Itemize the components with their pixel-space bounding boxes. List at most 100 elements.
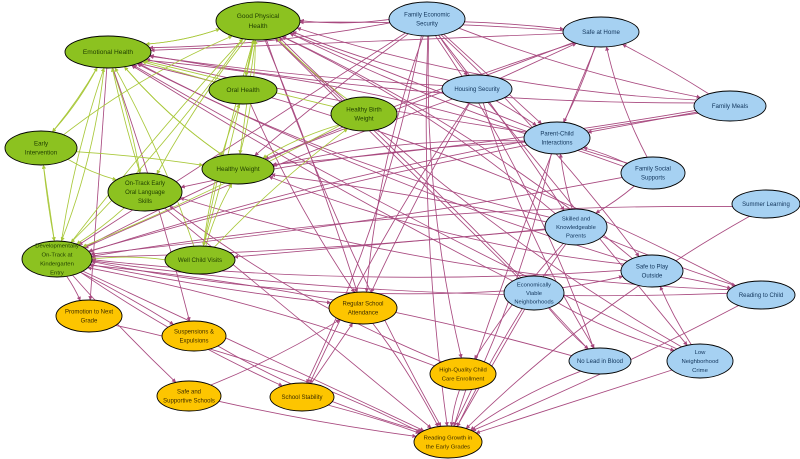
graph-edge — [145, 28, 220, 47]
graph-edge — [272, 140, 525, 167]
node-shape[interactable] — [269, 382, 335, 412]
node-shape[interactable] — [413, 425, 483, 459]
node-shape[interactable] — [568, 347, 632, 375]
graph-edge — [51, 67, 98, 133]
node-emotional-health[interactable]: Emotional Health — [64, 35, 152, 69]
graph-edge — [156, 38, 247, 175]
graph-edge — [254, 33, 409, 157]
node-shape[interactable] — [693, 90, 767, 122]
graph-edge — [563, 46, 596, 123]
graph-edge — [275, 37, 520, 279]
graph-edge — [80, 271, 174, 325]
graph-edge — [281, 36, 556, 214]
node-shape[interactable] — [731, 189, 800, 219]
node-shape[interactable] — [208, 75, 278, 105]
node-reading-to-child[interactable]: Reading to Child — [726, 280, 796, 310]
graph-edge — [76, 151, 204, 167]
node-shape[interactable] — [726, 280, 796, 310]
graph-edge — [141, 60, 216, 83]
graph-edge — [91, 260, 505, 295]
node-shape[interactable] — [620, 254, 684, 288]
graph-edge — [67, 158, 117, 181]
node-well-child-visits[interactable]: Well Child Visits — [164, 245, 236, 275]
graph-edge — [150, 33, 564, 53]
node-shape[interactable] — [215, 1, 301, 41]
node-shape[interactable] — [544, 208, 608, 246]
node-suspensions-and-expulsions[interactable]: Suspensions &Expulsions — [161, 320, 227, 352]
node-shape[interactable] — [161, 320, 227, 352]
graph-edge — [456, 243, 567, 427]
node-shape[interactable] — [562, 16, 640, 48]
graph-edge — [470, 370, 581, 431]
graph-edge — [495, 100, 537, 126]
node-no-lead-in-blood[interactable]: No Lead in Blood — [568, 347, 632, 375]
node-safe-at-home[interactable]: Safe at Home — [562, 16, 640, 48]
graph-edge — [292, 31, 450, 81]
node-shape[interactable] — [429, 357, 497, 391]
node-family-meals[interactable]: Family Meals — [693, 90, 767, 122]
graph-edge — [148, 22, 391, 50]
node-shape[interactable] — [64, 35, 152, 69]
node-shape[interactable] — [328, 291, 398, 325]
node-shape[interactable] — [55, 299, 123, 333]
graph-edge — [115, 324, 422, 433]
graph-edge — [131, 65, 513, 282]
graph-edge — [310, 322, 353, 384]
graph-edge — [475, 369, 673, 434]
node-shape[interactable] — [666, 343, 734, 379]
node-shape[interactable] — [156, 380, 222, 412]
graph-edge — [145, 28, 221, 45]
graph-edge — [205, 183, 233, 247]
graph-edge — [82, 125, 340, 248]
node-shape[interactable] — [164, 245, 236, 275]
node-oral-health[interactable]: Oral Health — [208, 75, 278, 105]
graph-edge — [91, 256, 166, 261]
graph-edge — [51, 67, 98, 133]
graph-edge — [63, 35, 233, 136]
node-shape[interactable] — [4, 130, 78, 166]
node-shape[interactable] — [388, 1, 466, 37]
graph-edge — [268, 176, 625, 265]
node-healthy-weight[interactable]: Healthy Weight — [201, 153, 275, 185]
graph-edge — [264, 42, 574, 160]
graph-edge — [145, 58, 527, 133]
graph-edge — [250, 103, 355, 293]
node-shape[interactable] — [330, 96, 398, 132]
graph-edge — [427, 35, 463, 359]
graph-edge — [449, 389, 460, 427]
graph-edge — [605, 46, 648, 158]
graph-edge — [289, 32, 532, 129]
node-shape[interactable] — [523, 121, 591, 155]
node-shape[interactable] — [107, 172, 183, 212]
node-shape[interactable] — [21, 240, 93, 278]
node-school-stability[interactable]: School Stability — [269, 382, 335, 412]
node-summer-learning[interactable]: Summer Learning — [731, 189, 800, 219]
graph-edge — [587, 111, 698, 134]
node-shape[interactable] — [620, 156, 686, 190]
node-shape[interactable] — [201, 153, 275, 185]
node-shape[interactable] — [441, 74, 513, 104]
node-housing-security[interactable]: Housing Security — [441, 74, 513, 104]
graph-edge — [233, 229, 546, 259]
graph-edge — [110, 67, 141, 174]
node-shape[interactable] — [503, 275, 565, 311]
